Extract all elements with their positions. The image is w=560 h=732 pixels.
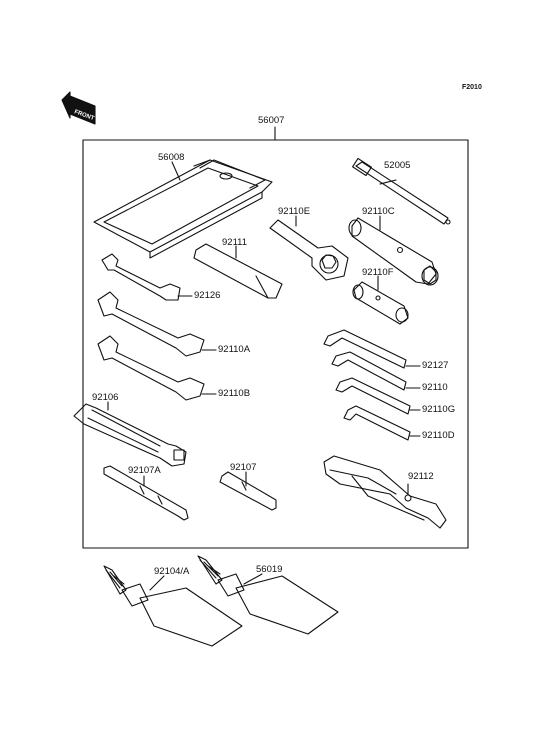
screwdriver-handle xyxy=(73,403,187,467)
label-56008: 56008 xyxy=(158,152,185,163)
open-wrench-b xyxy=(97,335,205,401)
label-56007: 56007 xyxy=(258,115,285,126)
label-92106: 92106 xyxy=(92,392,119,403)
label-52005: 52005 xyxy=(384,160,411,171)
grease-tube-b xyxy=(197,555,339,635)
socket-wrench xyxy=(348,217,439,286)
hex-key-92110G xyxy=(335,377,411,415)
label-92110D: 92110D xyxy=(422,430,455,441)
label-92110B: 92110B xyxy=(218,388,251,399)
leader-56019 xyxy=(243,573,263,585)
label-92110E: 92110E xyxy=(278,206,311,217)
label-92107A: 92107A xyxy=(128,465,161,476)
grease-tube-a xyxy=(103,565,243,647)
hex-key-92127 xyxy=(323,329,407,369)
front-arrow-icon: FRONT xyxy=(61,91,96,125)
small-socket xyxy=(352,281,409,325)
pliers xyxy=(323,455,447,529)
label-92107: 92107 xyxy=(230,462,257,473)
label-92127: 92127 xyxy=(422,360,449,371)
label-92110C: 92110C xyxy=(362,206,395,217)
label-92111: 92111 xyxy=(222,237,248,248)
leader-52005 xyxy=(379,179,397,185)
screwdriver-bit-a xyxy=(103,465,189,521)
label-92110A: 92110A xyxy=(218,344,251,355)
label-92110: 92110 xyxy=(422,382,448,393)
extension-bar xyxy=(193,243,283,299)
label-92110G: 92110G xyxy=(422,404,456,415)
screwdriver-bit xyxy=(219,471,277,511)
open-wrench-small xyxy=(101,253,181,301)
label-92110F: 92110F xyxy=(362,267,394,278)
label-56019: 56019 xyxy=(256,564,283,575)
tool-bag xyxy=(93,159,273,259)
tommy-bar xyxy=(352,157,451,225)
figure-code: F2010 xyxy=(462,84,482,91)
hex-key-92110 xyxy=(331,351,407,391)
hex-key-92110D xyxy=(343,405,411,441)
leader-56008 xyxy=(171,161,181,181)
leader-92104A xyxy=(149,575,165,591)
label-92112: 92112 xyxy=(408,471,434,482)
box-wrench xyxy=(269,219,349,281)
open-wrench-a xyxy=(97,291,205,357)
label-92104A: 92104/A xyxy=(154,566,190,577)
label-92126: 92126 xyxy=(194,290,221,301)
